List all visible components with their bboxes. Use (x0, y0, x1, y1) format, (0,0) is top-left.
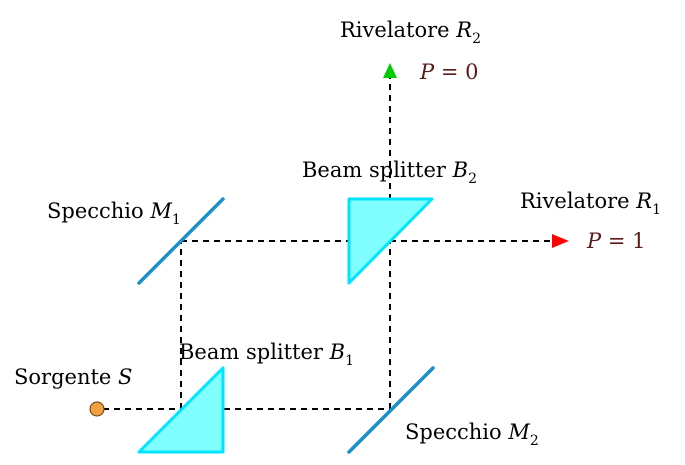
probability-r1: P = 1 (586, 229, 645, 253)
mirror-m1-label: Specchio M1 (47, 199, 181, 228)
beam-splitter-b2 (347, 197, 434, 285)
source-dot (89, 401, 105, 417)
detector-r1-label: Rivelatore R1 (520, 189, 661, 218)
detector-r1-arrow (552, 234, 569, 248)
splitter-b1-label: Beam splitter B1 (179, 340, 354, 369)
source-label: Sorgente S (14, 365, 132, 389)
mirror-m1 (137, 197, 225, 285)
splitter-b2-label: Beam splitter B2 (302, 158, 477, 187)
beam-splitter-b1 (137, 366, 225, 454)
probability-r2: P = 0 (419, 60, 478, 84)
mirror-m2 (347, 366, 435, 454)
mirror-m2-label: Specchio M2 (405, 420, 539, 449)
detector-r2-label: Rivelatore R2 (340, 18, 481, 47)
detector-r2-arrow (383, 63, 397, 78)
